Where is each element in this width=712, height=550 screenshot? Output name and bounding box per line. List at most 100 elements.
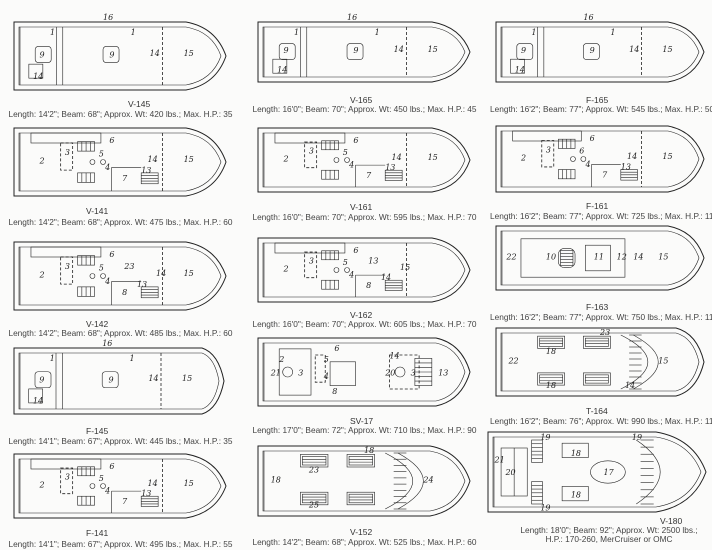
cup-holder: [344, 267, 350, 273]
hull-outline: [13, 21, 227, 91]
part-label: 15: [428, 45, 438, 54]
seat-stbd: [561, 486, 589, 502]
part-label: 6: [109, 250, 114, 259]
part-label: 9: [39, 375, 44, 384]
part-label: 24: [422, 475, 433, 484]
gunwale: [18, 352, 220, 410]
part-label: 3: [65, 262, 70, 271]
part-label: 13: [141, 489, 151, 498]
part-label: 6: [353, 136, 358, 145]
part-label: 9: [353, 46, 358, 55]
cup-holder: [570, 156, 576, 162]
console-box: [60, 142, 74, 171]
seat-port-fwd: [346, 454, 375, 468]
seat-stripes-bottom: [321, 279, 339, 290]
part-label: 1: [294, 28, 299, 37]
part-label: 15: [182, 374, 192, 383]
part-label: 5: [99, 150, 104, 159]
part-label: 4: [584, 160, 590, 169]
part-label: 8: [122, 288, 127, 297]
part-label: 3: [65, 473, 70, 482]
hull-outline: [257, 337, 471, 407]
part-label: 4: [323, 372, 329, 381]
model-sv17: SV-17: [350, 416, 374, 426]
console-box: [304, 251, 318, 279]
seat-port-aft: [537, 335, 565, 349]
part-label: 9: [283, 46, 288, 55]
seat-base: [111, 167, 142, 191]
livewell: [510, 58, 525, 74]
part-label: 23: [599, 328, 610, 337]
part-label: 11: [594, 252, 604, 261]
part-label: 14: [392, 153, 402, 162]
seat-stbd-fwd-slats: [348, 493, 373, 504]
hull-outline: [13, 453, 227, 519]
seat-stbd-fwd: [346, 491, 375, 506]
caption-f163: Length: 16'2"; Beam: 77"; Approx. Wt: 75…: [490, 312, 712, 322]
seat-base: [111, 281, 142, 305]
caption-v145: Length: 14'2"; Beam: 68"; Approx. Wt: 42…: [8, 109, 233, 119]
part-label: 9: [590, 46, 595, 55]
part-label: 5: [343, 148, 348, 157]
part-label: 1: [531, 28, 536, 37]
seat-port: [561, 442, 589, 458]
model-v180: V-180: [660, 516, 683, 526]
caption-v152: Length: 14'2"; Beam: 68"; Approx. Wt: 52…: [252, 537, 477, 547]
part-label: 2: [38, 480, 44, 489]
hull-outline: [495, 21, 705, 83]
part-label: 6: [334, 344, 339, 353]
part-label: 9: [39, 50, 44, 59]
caption-v161: Length: 16'0"; Beam: 70"; Approx. Wt: 59…: [252, 212, 477, 222]
model-v142: V-142: [86, 319, 109, 329]
model-v165: V-165: [350, 95, 373, 105]
caption-v141: Length: 14'2"; Beam: 68"; Approx. Wt: 47…: [8, 217, 233, 227]
part-label: 7: [602, 170, 608, 179]
model-f163: F-163: [586, 302, 609, 312]
hull-outline: [257, 127, 471, 193]
part-label: 25: [308, 501, 319, 510]
model-v141: V-141: [86, 206, 109, 216]
bow-curve: [636, 439, 661, 505]
caption-v180: Length: 18'0"; Beam: 92"; Approx. Wt: 25…: [520, 525, 698, 544]
aft-box: [278, 348, 312, 396]
part-label: 15: [184, 479, 194, 488]
gunwale: [500, 230, 700, 286]
gunwale: [18, 246, 222, 306]
cup-holder: [89, 483, 96, 489]
part-label: 14: [148, 374, 158, 383]
model-f145: F-145: [86, 426, 109, 436]
cup-holder: [344, 157, 350, 163]
part-label: 17: [604, 468, 615, 477]
part-label: 13: [621, 163, 631, 172]
hull-outline: [257, 237, 471, 303]
part-label: 4: [348, 161, 354, 170]
console-box: [541, 140, 555, 168]
caption-t164: Length: 16'2"; Beam: 76"; Approx. Wt: 99…: [490, 416, 712, 426]
part-label: 15: [428, 153, 438, 162]
seat-mid: [102, 46, 120, 63]
part-label: 16: [347, 13, 357, 22]
table: [590, 460, 626, 484]
part-label: 8: [332, 387, 337, 396]
part-label: 2: [278, 355, 284, 364]
seat-stripes-bottom: [558, 169, 576, 180]
part-label: 2: [282, 154, 288, 163]
part-label: 6: [590, 134, 595, 143]
part-label: 4: [348, 271, 354, 280]
seat-stripes-top: [77, 466, 95, 477]
side-deck: [274, 132, 346, 144]
cup-holder: [89, 159, 96, 165]
part-label: 10: [546, 252, 556, 261]
hull-outline: [13, 241, 227, 311]
